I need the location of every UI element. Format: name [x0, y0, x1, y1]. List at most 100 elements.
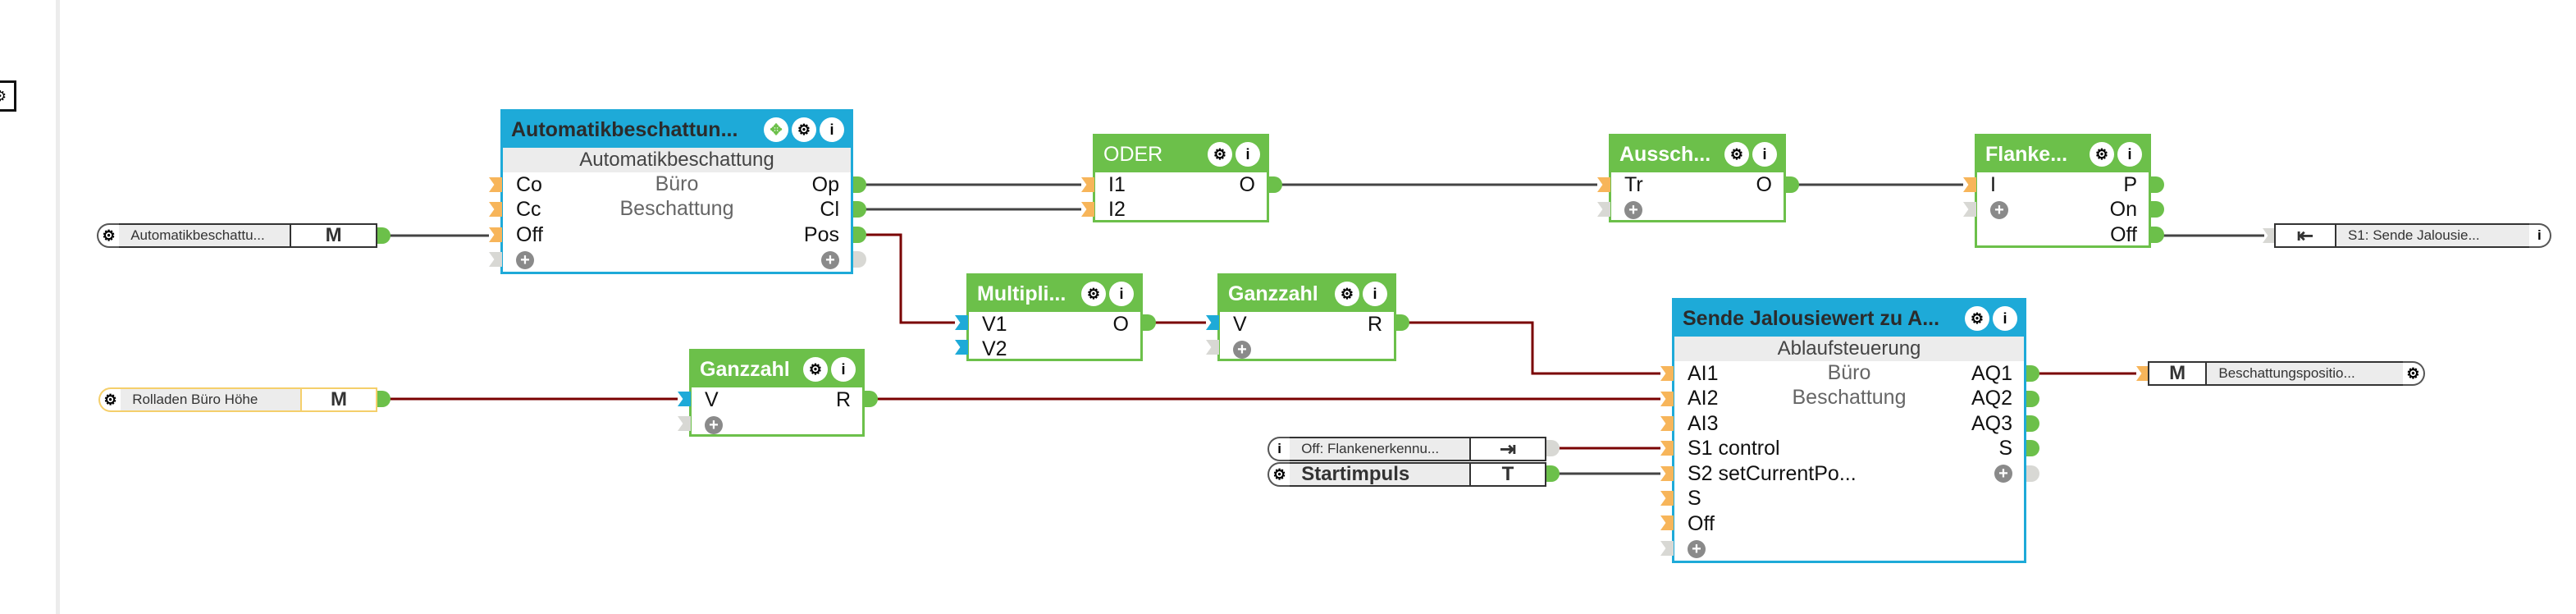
sidebar-settings-button[interactable]: ⚙ — [0, 80, 16, 112]
input-port-v[interactable] — [678, 392, 691, 406]
output-port-p[interactable] — [2151, 176, 2164, 193]
input-port-v1[interactable] — [955, 315, 968, 330]
add-input-button[interactable]: + — [516, 250, 534, 269]
add-input-button[interactable]: + — [1688, 539, 1706, 558]
output-port-r[interactable] — [1396, 314, 1409, 331]
gear-icon[interactable]: ⚙ — [2402, 361, 2426, 386]
input-port-i[interactable] — [1963, 177, 1976, 192]
input-automatikbeschattung[interactable]: ⚙ Automatikbeschattu... M — [97, 223, 377, 248]
input-port-ai2[interactable] — [1660, 392, 1674, 406]
input-port-tr[interactable] — [1597, 177, 1610, 192]
input-port-add[interactable] — [1206, 340, 1219, 355]
output-port-off[interactable] — [2151, 227, 2164, 243]
output-port-aq1[interactable] — [2026, 365, 2039, 382]
input-port-s2[interactable] — [1660, 466, 1674, 481]
output-port-add[interactable] — [853, 251, 866, 268]
info-icon[interactable]: i — [2117, 142, 2142, 167]
output-port[interactable] — [1546, 465, 1560, 482]
input-port-i2[interactable] — [1081, 202, 1094, 217]
block-header[interactable]: Sende Jalousiewert zu A... ⚙ i — [1674, 300, 2024, 337]
block-header[interactable]: Ganzzahl ⚙ i — [692, 351, 862, 387]
output-port-aq3[interactable] — [2026, 415, 2039, 432]
input-port-add[interactable] — [1660, 541, 1674, 556]
input-port-s[interactable] — [1660, 491, 1674, 506]
info-icon[interactable]: i — [1752, 142, 1777, 167]
block-sende-jalousiewert[interactable]: Sende Jalousiewert zu A... ⚙ i Ablaufste… — [1672, 298, 2026, 563]
input-port-ai3[interactable] — [1660, 416, 1674, 431]
output-beschattungsposition[interactable]: M Beschattungspositio... ⚙ — [2148, 361, 2426, 386]
output-port-o[interactable] — [1143, 314, 1156, 331]
output-port[interactable] — [377, 391, 391, 407]
move-icon[interactable]: ✥ — [764, 117, 788, 142]
block-header[interactable]: Automatikbeschattun... ✥ ⚙ i — [503, 112, 851, 148]
info-icon[interactable]: i — [1363, 282, 1387, 306]
input-port-ai1[interactable] — [1660, 366, 1674, 381]
input-port-co[interactable] — [489, 177, 502, 192]
output-port-r[interactable] — [865, 391, 878, 407]
gear-icon[interactable]: ⚙ — [98, 387, 121, 412]
output-port-aq2[interactable] — [2026, 391, 2039, 407]
input-port-add[interactable] — [1963, 202, 1976, 217]
input-port-v2[interactable] — [955, 340, 968, 355]
input-port-add[interactable] — [489, 252, 502, 267]
input-port-add[interactable] — [678, 416, 691, 431]
gear-icon[interactable]: ⚙ — [803, 357, 828, 382]
gear-icon[interactable]: ⚙ — [792, 117, 816, 142]
output-port-on[interactable] — [2151, 201, 2164, 218]
gear-icon[interactable]: ⚙ — [1267, 462, 1290, 487]
input-port[interactable] — [2136, 366, 2149, 381]
output-port-add[interactable] — [2026, 465, 2039, 482]
info-icon[interactable]: i — [2528, 223, 2551, 248]
input-port-off[interactable] — [1660, 515, 1674, 530]
add-input-button[interactable]: + — [1233, 340, 1251, 359]
block-automatikbeschattung[interactable]: Automatikbeschattun... ✥ ⚙ i Automatikbe… — [500, 109, 853, 274]
gear-icon[interactable]: ⚙ — [1208, 142, 1232, 167]
gear-icon[interactable]: ⚙ — [97, 223, 120, 248]
info-icon[interactable]: i — [831, 357, 856, 382]
input-port-off[interactable] — [489, 227, 502, 242]
info-icon[interactable]: i — [820, 117, 844, 142]
info-icon[interactable]: i — [1993, 306, 2017, 331]
add-output-button[interactable]: + — [821, 250, 839, 269]
output-s1-sende-jalousie[interactable]: ⇤ S1: Sende Jalousie... i — [2274, 223, 2551, 248]
gear-icon[interactable]: ⚙ — [1965, 306, 1989, 331]
output-port-o[interactable] — [1269, 176, 1282, 193]
info-icon[interactable]: i — [1235, 142, 1260, 167]
block-header[interactable]: Flanke... ⚙ i — [1977, 136, 2149, 172]
input-port-s1[interactable] — [1660, 441, 1674, 456]
add-input-button[interactable]: + — [705, 415, 723, 434]
output-port-cl[interactable] — [853, 201, 866, 218]
output-port-s[interactable] — [2026, 440, 2039, 456]
block-header[interactable]: Aussch... ⚙ i — [1611, 136, 1784, 172]
gear-icon[interactable]: ⚙ — [1724, 142, 1749, 167]
gear-icon[interactable]: ⚙ — [1081, 282, 1106, 306]
info-icon[interactable]: i — [1267, 437, 1290, 461]
info-icon[interactable]: i — [1109, 282, 1134, 306]
gear-icon[interactable]: ⚙ — [2090, 142, 2114, 167]
add-input-button[interactable]: + — [1990, 200, 2008, 219]
gear-icon[interactable]: ⚙ — [1335, 282, 1359, 306]
output-port-op[interactable] — [853, 176, 866, 193]
block-header[interactable]: Ganzzahl ⚙ i — [1220, 276, 1394, 312]
block-header[interactable]: Multipli... ⚙ i — [969, 276, 1140, 312]
input-port-cc[interactable] — [489, 202, 502, 217]
input-port[interactable] — [2263, 228, 2276, 243]
input-off-flankenerkennung[interactable]: i Off: Flankenerkennu... ⇥ — [1267, 437, 1546, 461]
block-header[interactable]: ODER ⚙ i — [1095, 136, 1267, 172]
input-port-v[interactable] — [1206, 315, 1219, 330]
add-output-button[interactable]: + — [1994, 465, 2012, 483]
input-startimpuls[interactable]: ⚙ Startimpuls T — [1267, 462, 1546, 487]
output-port-pos[interactable] — [853, 227, 866, 243]
input-port-i1[interactable] — [1081, 177, 1094, 192]
input-rolladen-buero-hoehe[interactable]: ⚙ Rolladen Büro Höhe M — [98, 387, 377, 412]
output-port-o[interactable] — [1786, 176, 1799, 193]
add-input-button[interactable]: + — [1624, 200, 1642, 219]
output-port[interactable] — [1546, 440, 1560, 456]
input-port-add[interactable] — [1597, 202, 1610, 217]
